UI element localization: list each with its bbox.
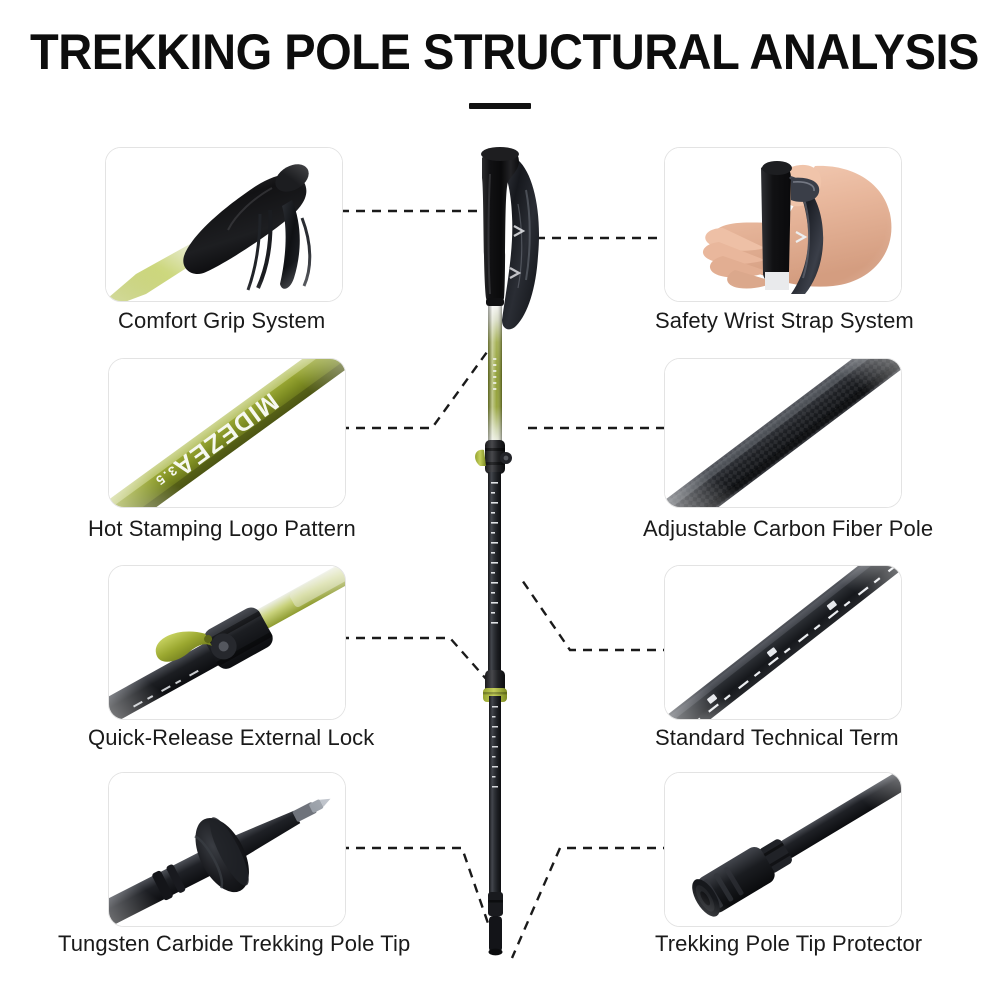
photo-carbon-fiber-pole <box>665 359 901 507</box>
tip-protector-graphic <box>488 892 503 956</box>
product-illustration <box>430 130 580 970</box>
feature-card-trekking-pole-tip-protector[interactable] <box>664 772 902 927</box>
wrist-strap-graphic <box>500 160 540 330</box>
feature-card-hot-stamping-logo-pattern[interactable]: MIDEZEA 3.5 <box>108 358 346 508</box>
page-title: TREKKING POLE STRUCTURAL ANALYSIS <box>30 24 979 80</box>
caption-comfort-grip-system: Comfort Grip System <box>118 308 326 333</box>
upper-lock-graphic <box>475 440 512 474</box>
caption-adjustable-carbon-fiber-pole: Adjustable Carbon Fiber Pole <box>643 516 934 541</box>
measurement-scale <box>491 482 498 624</box>
photo-tip-protector <box>665 773 901 926</box>
photo-standard-technical-term <box>665 566 901 719</box>
caption-hot-stamping-logo-pattern: Hot Stamping Logo Pattern <box>88 516 356 541</box>
photo-carbide-tip <box>109 773 345 926</box>
feature-card-quick-release-external-lock[interactable] <box>108 565 346 720</box>
photo-wrist-strap <box>665 148 901 301</box>
lower-shaft-graphic <box>489 696 501 898</box>
feature-card-safety-wrist-strap-system[interactable] <box>664 147 902 302</box>
header: TREKKING POLE STRUCTURAL ANALYSIS <box>0 26 1000 109</box>
feature-card-adjustable-carbon-fiber-pole[interactable] <box>664 358 902 508</box>
title-underline-rule <box>469 102 531 109</box>
mid-shaft-graphic <box>488 472 501 692</box>
caption-trekking-pole-tip-protector: Trekking Pole Tip Protector <box>655 931 923 956</box>
caption-standard-technical-term: Standard Technical Term <box>655 725 899 750</box>
caption-safety-wrist-strap-system: Safety Wrist Strap System <box>655 308 914 333</box>
caption-quick-release-external-lock: Quick-Release External Lock <box>88 725 375 750</box>
grip-graphic <box>481 147 519 306</box>
feature-card-standard-technical-term[interactable] <box>664 565 902 720</box>
caption-tungsten-carbide-trekking-pole-tip: Tungsten Carbide Trekking Pole Tip <box>58 931 411 956</box>
feature-card-tungsten-carbide-trekking-pole-tip[interactable] <box>108 772 346 927</box>
photo-quick-release-lock <box>109 566 345 719</box>
upper-shaft-graphic <box>488 306 502 446</box>
feature-card-comfort-grip-system[interactable] <box>105 147 343 302</box>
